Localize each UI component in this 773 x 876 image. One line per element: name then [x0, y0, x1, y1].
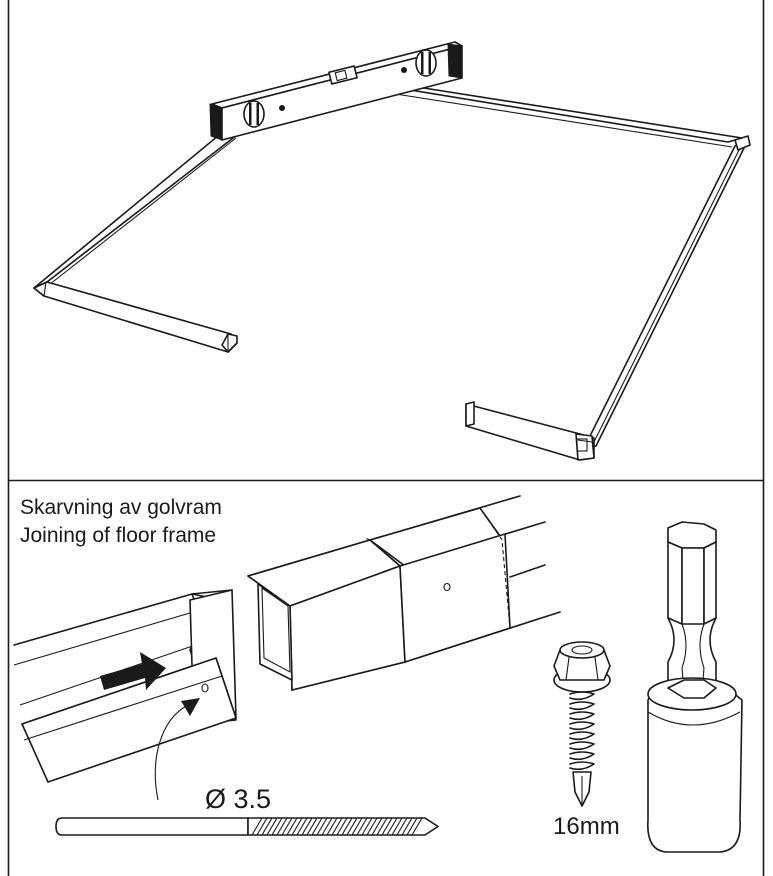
frame-rail-back — [379, 82, 743, 148]
title-english: Joining of floor frame — [20, 524, 216, 547]
drill-diameter-label: Ø 3.5 — [205, 784, 271, 814]
floor-frame-tube-left — [13, 589, 237, 783]
level-vial-right — [415, 49, 437, 77]
panel-borders — [7, 0, 765, 876]
floor-frame-tube-right — [247, 495, 561, 691]
frame-rail-right — [582, 135, 751, 453]
frame-rail-left — [33, 125, 247, 297]
self-drilling-screw-icon — [553, 641, 611, 807]
hex-socket-bit-icon — [647, 521, 743, 853]
title-swedish: Skarvning av golvram — [20, 496, 222, 519]
drill-leader — [154, 698, 200, 801]
panel-floor-frame-joining: Skarvning av golvram Joining of floor fr… — [13, 495, 743, 853]
drill-bit-icon — [55, 817, 439, 836]
push-arrow-icon — [100, 652, 166, 690]
level-vial-left — [243, 100, 265, 128]
panel-floor-frame-leveling — [33, 41, 751, 461]
frame-rail-front-left — [33, 281, 238, 353]
screw-length-label: 16mm — [553, 813, 620, 840]
frame-rail-front-right — [465, 401, 595, 461]
spirit-level — [209, 41, 463, 141]
